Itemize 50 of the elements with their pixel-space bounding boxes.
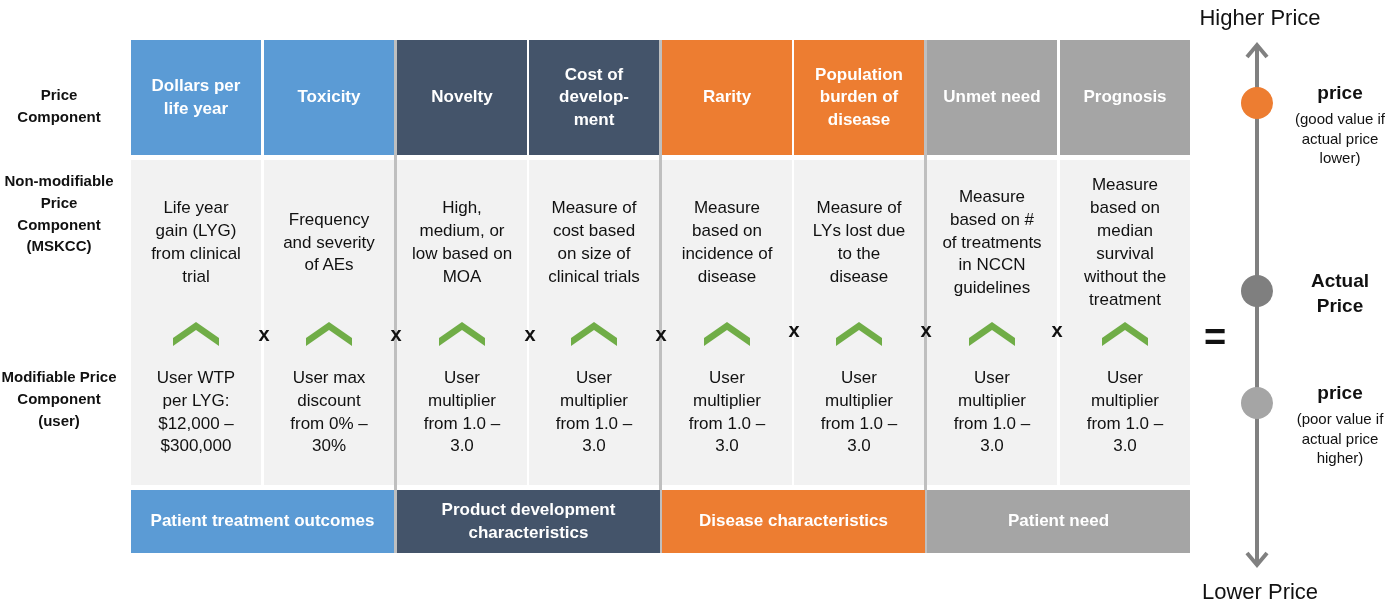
row-header: Price Component <box>16 85 102 127</box>
multiply-sign: x <box>654 322 668 347</box>
note-text: (poor value if actual price higher) <box>1295 409 1385 468</box>
description-text: Measure of cost based on size of clinical trials <box>547 197 641 288</box>
note-text: (good value if actual price lower) <box>1293 109 1387 168</box>
description-text: Measure of LYs lost due to the disease <box>811 197 907 288</box>
multiply-sign: x <box>389 322 403 347</box>
description-text: High, medium, or low based on MOA <box>411 197 513 288</box>
header-box: Prognosis <box>1060 40 1190 155</box>
description-text: Measure based on incidence of disease <box>680 197 774 288</box>
price-label: price <box>1316 81 1364 105</box>
description-text: Measure based on # of treatments in NCCN guidelines <box>941 185 1043 300</box>
header-box: Dollars per life year <box>131 40 261 155</box>
user-range-text: User multiplier from 1.0 – 3.0 <box>952 366 1032 458</box>
multiply-sign: x <box>1050 318 1064 343</box>
user-range-text: User WTP per LYG: $12,000 – $300,000 <box>155 366 237 458</box>
description-text: Measure based on median survival without the treatment <box>1082 174 1168 311</box>
dot-marker <box>1241 87 1273 119</box>
row-header: Non-modifiable Price Component (MSKCC) <box>3 171 115 257</box>
multiply-sign: x <box>523 322 537 347</box>
user-range-text: User multiplier from 1.0 – 3.0 <box>554 366 634 458</box>
multiply-sign: x <box>787 318 801 343</box>
group-bar: Disease characteristics <box>662 490 925 553</box>
multiply-sign: x <box>919 318 933 343</box>
cell-panel <box>131 160 261 485</box>
equals-sign: = <box>1202 315 1228 360</box>
group-bar: Patient need <box>927 490 1190 553</box>
header-box: Novelty <box>397 40 527 155</box>
header-box: Rarity <box>662 40 792 155</box>
dot-marker <box>1241 275 1273 307</box>
user-range-text: User multiplier from 1.0 – 3.0 <box>422 366 502 458</box>
price-label: price <box>1316 381 1364 405</box>
price-label: Actual Price <box>1309 269 1371 318</box>
group-bar: Patient treatment outcomes <box>131 490 394 553</box>
row-header: Modifiable Price Component (user) <box>0 367 118 431</box>
header-box: Unmet need <box>927 40 1057 155</box>
header-box: Population burden of disease <box>794 40 924 155</box>
dot-marker <box>1241 387 1273 419</box>
header-box: Toxicity <box>264 40 394 155</box>
axis-label: Lower Price <box>1200 578 1320 605</box>
group-bar: Product development characteristics <box>397 490 660 553</box>
user-range-text: User multiplier from 1.0 – 3.0 <box>687 366 767 458</box>
user-range-text: User multiplier from 1.0 – 3.0 <box>1085 366 1165 458</box>
user-range-text: User max discount from 0% – 30% <box>289 366 369 458</box>
header-box: Cost of develop-ment <box>529 40 659 155</box>
description-text: Life year gain (LYG) from clinical trial <box>150 197 242 288</box>
description-text: Frequency and severity of AEs <box>282 208 376 277</box>
user-range-text: User multiplier from 1.0 – 3.0 <box>819 366 899 458</box>
axis-label: Higher Price <box>1198 4 1322 32</box>
multiply-sign: x <box>257 322 271 347</box>
